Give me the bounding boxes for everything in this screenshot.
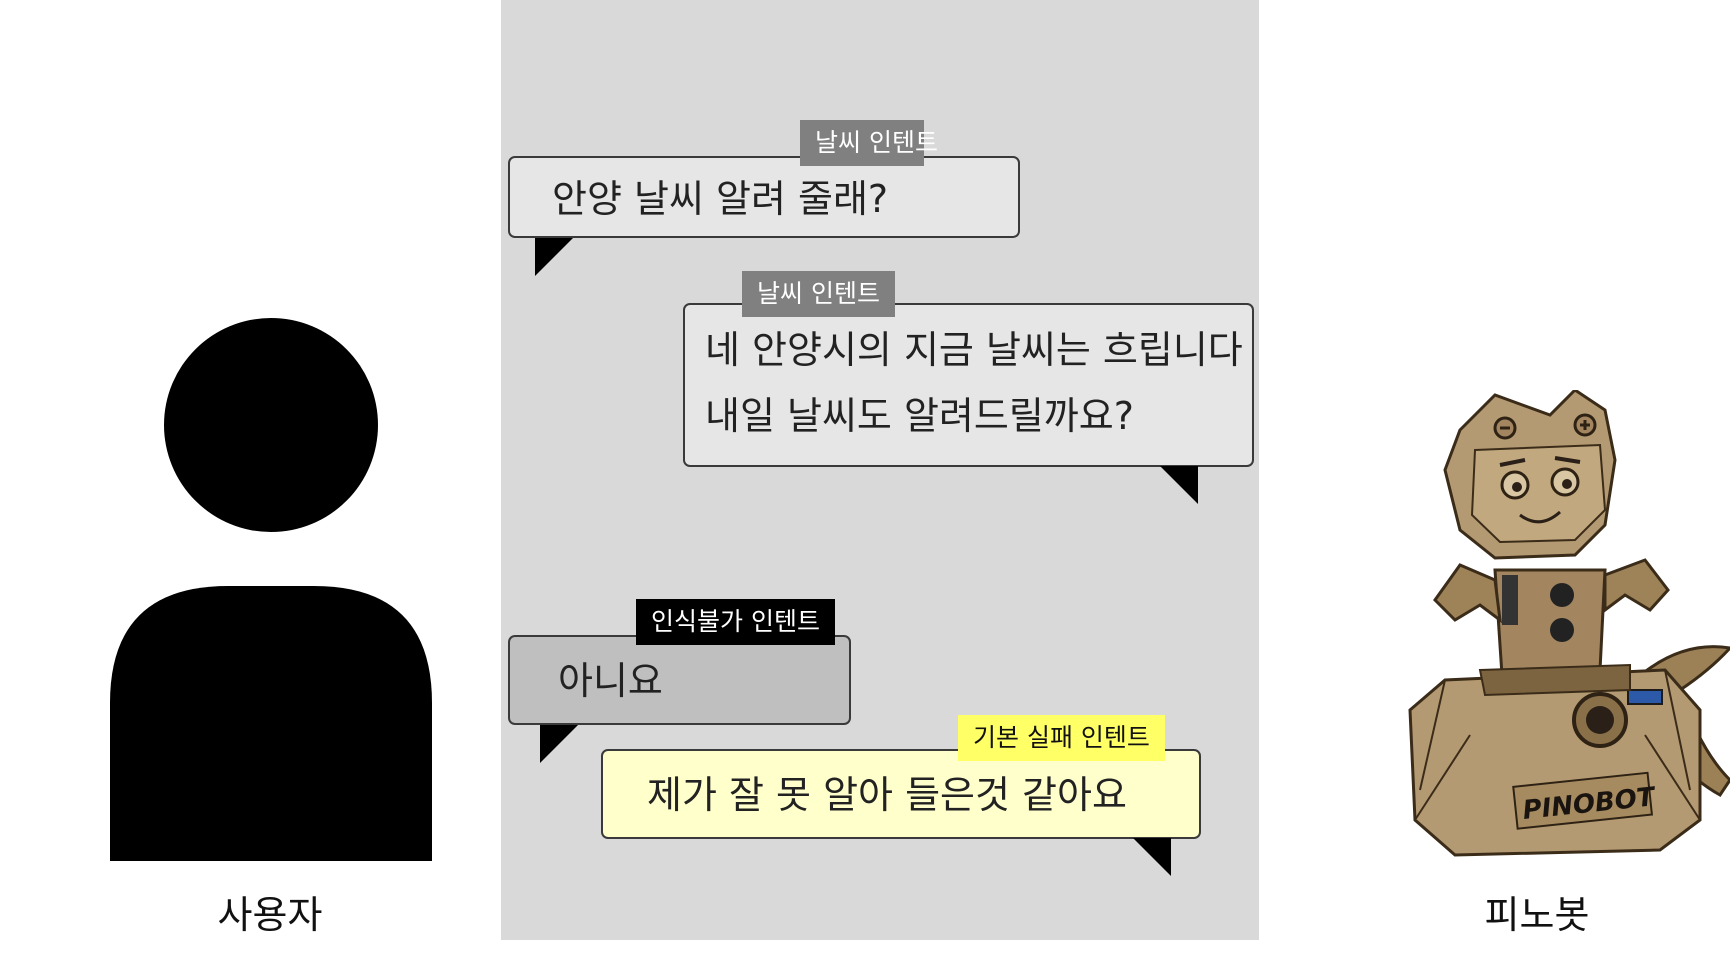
message-text: 아니요 — [558, 659, 663, 703]
message-text: 제가 잘 못 알아 들은것 같아요 — [647, 773, 1127, 817]
bubble-tail — [1133, 838, 1171, 876]
intent-tag: 기본 실패 인텐트 — [958, 715, 1165, 761]
message-bubble-bot-2: 제가 잘 못 알아 들은것 같아요 — [601, 749, 1201, 839]
intent-tag: 날씨 인텐트 — [800, 120, 938, 166]
bot-label: 피노봇 — [1484, 893, 1590, 937]
intent-tag: 날씨 인텐트 — [742, 271, 895, 317]
message-line: 네 안양시의 지금 날씨는 흐립니다 — [705, 328, 1243, 372]
user-avatar-icon — [110, 318, 432, 861]
message-bubble-user-2: 아니요 — [508, 635, 851, 725]
message-line: 내일 날씨도 알려드릴까요? — [705, 394, 1134, 438]
bubble-tail — [1160, 466, 1198, 504]
intent-tag: 인식불가 인텐트 — [636, 599, 835, 645]
user-label: 사용자 — [217, 893, 323, 937]
message-text: 안양 날씨 알려 줄래? — [552, 177, 889, 221]
user-avatar-head — [164, 318, 378, 532]
bubble-tail — [535, 238, 573, 276]
bubble-tail — [540, 725, 578, 763]
message-bubble-bot-1: 네 안양시의 지금 날씨는 흐립니다 내일 날씨도 알려드릴까요? — [683, 303, 1254, 467]
message-bubble-user-1: 안양 날씨 알려 줄래? — [508, 156, 1020, 238]
pinobot-robot-image: PINOBOT — [1408, 390, 1730, 857]
